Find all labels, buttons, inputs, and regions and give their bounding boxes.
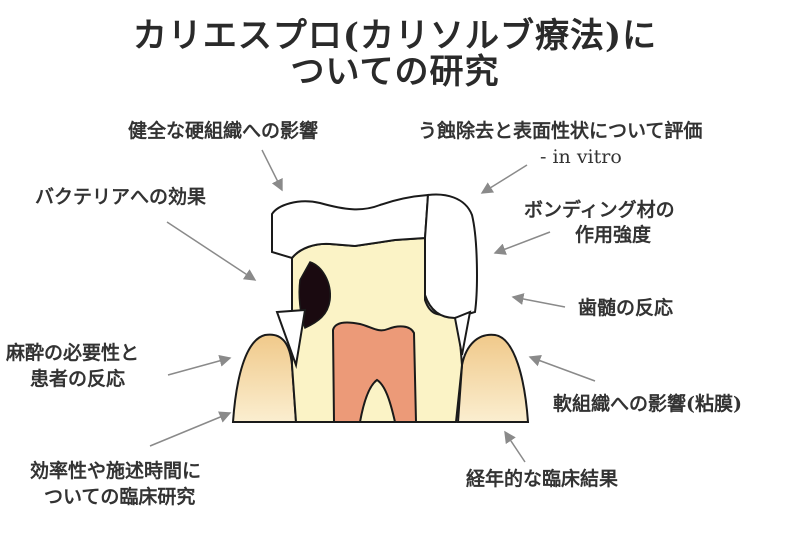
label-anesthesia-line2: 患者の反応 [30, 368, 126, 390]
label-bonding-line1: ボンディング材の [524, 199, 675, 221]
label-hard-tissue: 健全な硬組織への影響 [128, 120, 319, 142]
arrow-long-term [504, 430, 526, 463]
left-gum [231, 333, 298, 423]
arrow-bacteria [166, 221, 257, 281]
arrow-anesthesia [167, 354, 232, 376]
label-efficiency-line2: ついての臨床研究 [44, 486, 196, 508]
label-soft-tissue: 軟組織への影響(粘膜) [553, 393, 742, 415]
caries-lesion [298, 261, 331, 330]
right-filling [424, 193, 478, 320]
label-anesthesia-line1: 麻酔の必要性と [6, 342, 140, 364]
arrow-caries-removal [480, 164, 528, 194]
diagram-title-line1: カリエスプロ(カリソルブ療法)に [132, 16, 658, 56]
diagram-title-line2: ついての研究 [290, 52, 500, 92]
label-efficiency-line1: 効率性や施述時間に [30, 460, 202, 482]
label-bonding-line2: 作用強度 [575, 224, 652, 246]
right-cervical-enamel [453, 310, 472, 356]
left-cervical-enamel [275, 308, 307, 369]
label-pulp: 歯髄の反応 [578, 297, 674, 319]
right-gum [456, 333, 530, 423]
left-enamel-cap [271, 193, 430, 260]
pulp-chamber [331, 321, 418, 423]
arrow-pulp [511, 293, 566, 308]
arrow-hard-tissue [261, 149, 283, 192]
arrow-efficiency [149, 411, 232, 447]
label-bacteria: バクテリアへの効果 [35, 186, 207, 208]
label-caries-removal-line2: - in vitro [540, 146, 622, 168]
arrow-soft-tissue [528, 355, 596, 382]
label-caries-removal-line1: う蝕除去と表面性状について評価 [418, 120, 703, 142]
arrow-bonding [493, 231, 551, 255]
label-long-term: 経年的な臨床結果 [466, 468, 619, 490]
